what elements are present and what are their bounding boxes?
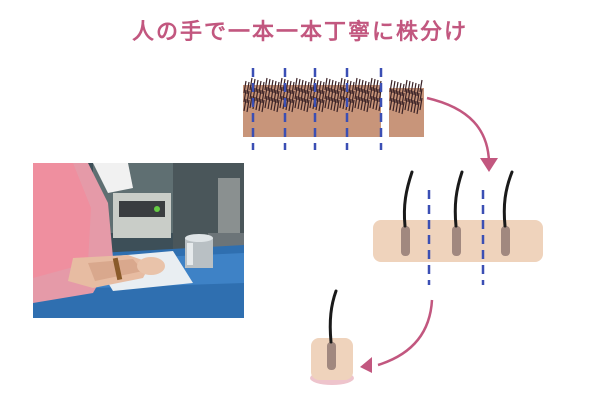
scalp-strip-piece: [389, 79, 424, 137]
page-title: 人の手で一本一本丁寧に株分け: [131, 20, 468, 45]
scalp-strip: [243, 77, 382, 137]
technician-photo: [33, 163, 244, 318]
skin-graft-section: [373, 170, 543, 262]
arrow-graft-to-single: [360, 299, 434, 373]
single-graft: [310, 289, 354, 385]
graft-cut-lines: [427, 190, 485, 285]
strip-cut-lines: [251, 68, 383, 150]
arrow-strip-to-graft: [426, 96, 498, 172]
